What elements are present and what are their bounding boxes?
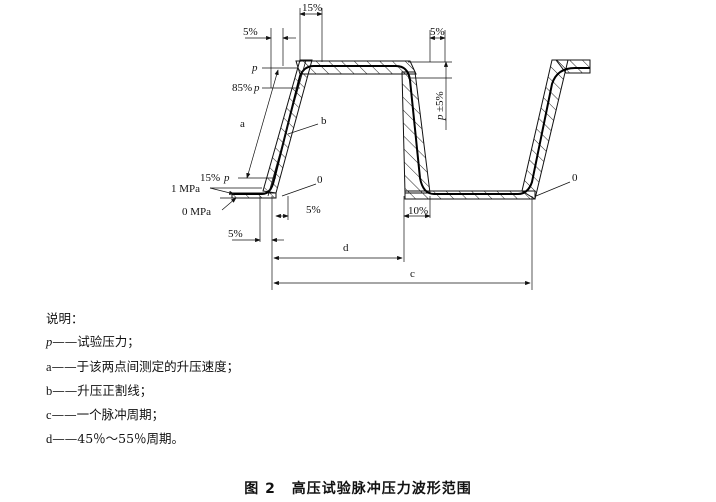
- label-a: a: [240, 118, 245, 130]
- legend-text: ——45％～55％周期。: [52, 431, 185, 447]
- legend-symbol: a: [46, 359, 52, 374]
- label-0mpa: 0 MPa: [182, 206, 211, 218]
- label-5pct-bottom-mid: 5%: [306, 204, 321, 216]
- envelope-top-band: [295, 60, 417, 75]
- label-zero-right: 0: [572, 172, 578, 184]
- label-p-top: p: [251, 62, 258, 74]
- leader-1mpa: [209, 187, 235, 195]
- leader-0mpa: [221, 197, 237, 211]
- legend-symbol: b: [46, 383, 53, 398]
- label-5pct-bottom-left: 5%: [228, 228, 243, 240]
- legend-item-b: b——升压正割线；: [46, 379, 239, 403]
- legend-item-p: p——试验压力；: [46, 330, 239, 354]
- legend-title: 说明：: [46, 311, 84, 326]
- legend-text: ——升压正割线；: [52, 382, 153, 398]
- label-tol-p: p: [434, 114, 446, 121]
- figure-title: 高压试验脉冲压力波形范围: [291, 481, 472, 497]
- legend-symbol: p: [46, 335, 53, 350]
- dim-a: [246, 69, 279, 179]
- legend-text: ——一个脉冲周期；: [51, 407, 165, 423]
- figure-number: 图 2: [244, 481, 276, 497]
- envelope-right-rise: [521, 59, 569, 200]
- label-10pct: 10%: [408, 205, 428, 217]
- label-1mpa: 1 MPa: [171, 183, 200, 195]
- figure-caption: 图 2 高压试验脉冲压力波形范围: [0, 478, 716, 498]
- label-85pct: 85%: [232, 82, 252, 94]
- legend-symbol: c: [46, 408, 52, 423]
- label-b: b: [321, 115, 327, 127]
- label-5pct-top-left: 5%: [243, 26, 258, 38]
- leader-zero-right: [535, 181, 571, 197]
- label-p-15: p: [223, 172, 230, 184]
- label-15pct-top: 15%: [302, 2, 322, 14]
- secant-line-b: [267, 59, 307, 197]
- label-15pct: 15%: [200, 172, 220, 184]
- label-zero-left: 0: [317, 174, 323, 186]
- leader-b: [287, 123, 319, 135]
- legend-item-a: a——于该两点间测定的升压速度；: [46, 355, 239, 379]
- label-p-85: p: [253, 82, 260, 94]
- legend-text: ——于该两点间测定的升压速度；: [51, 358, 240, 374]
- legend-item-c: c——一个脉冲周期；: [46, 403, 239, 427]
- legend-symbol: d: [46, 432, 53, 447]
- label-tol-value: ±5%: [434, 91, 446, 112]
- legend-text: ——试验压力；: [52, 334, 140, 350]
- legend-item-d: d——45％～55％周期。: [46, 427, 239, 451]
- label-c: c: [410, 268, 415, 280]
- legend: 说明： p——试验压力； a——于该两点间测定的升压速度； b——升压正割线； …: [46, 307, 239, 452]
- label-d: d: [343, 242, 349, 254]
- leader-zero-left: [281, 183, 317, 197]
- label-tolerance: p ±5%: [434, 91, 446, 121]
- label-5pct-top-right: 5%: [430, 26, 445, 38]
